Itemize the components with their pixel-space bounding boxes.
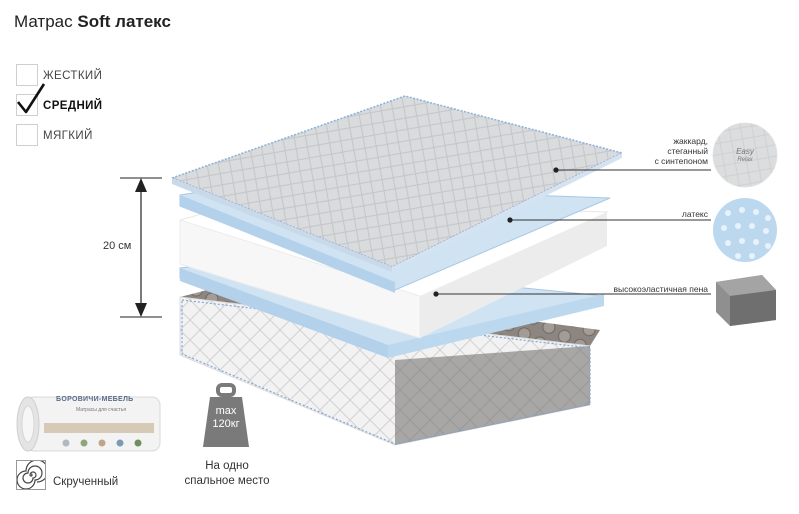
product-title-name: Soft латекс <box>77 12 171 31</box>
easy-relax-logo: Easy Relax <box>728 147 762 165</box>
rolled-package-image <box>16 396 161 452</box>
product-title: Матрас Soft латекс <box>14 12 171 32</box>
logo-bottom: Relax <box>737 157 753 163</box>
callout-cover-line3: с синтепоном <box>654 156 708 166</box>
caption-line1: На одно <box>205 460 249 472</box>
callout-dot-foam <box>433 291 439 297</box>
jacquard-cover-edge <box>172 178 392 272</box>
max-load-value: max 120кг <box>202 405 250 431</box>
jacquard-cover-edge-right <box>392 153 622 272</box>
product-title-prefix: Матрас <box>14 12 73 31</box>
rolled-spiral-icon <box>16 459 49 490</box>
checkmark-icon <box>16 83 46 114</box>
callout-cover: жаккард, стеганный с синтепоном <box>600 136 708 166</box>
callout-dot-latex <box>507 217 513 223</box>
arrow-up-icon <box>135 178 147 192</box>
rolled-label: Скрученный <box>53 476 119 488</box>
max-weight: 120кг <box>212 418 240 430</box>
max-load-caption: На одно спальное место <box>172 459 282 489</box>
firmness-checkbox[interactable] <box>16 64 38 86</box>
foam-core-right <box>420 212 607 338</box>
max-label: max <box>215 405 237 417</box>
callout-dot-cover <box>553 167 559 173</box>
sample-jacquard-texture <box>713 123 777 187</box>
firmness-option-medium[interactable]: СРЕДНИЙ <box>16 83 196 118</box>
firmness-label: МЯГКИЙ <box>43 130 93 142</box>
callout-latex-line1: латекс <box>681 209 708 219</box>
firmness-option-soft[interactable]: МЯГКИЙ <box>16 124 196 148</box>
roll-brand: БОРОВИЧИ-МЕБЕЛЬ <box>56 396 134 403</box>
firmness-label: СРЕДНИЙ <box>43 100 103 112</box>
firmness-checkbox[interactable] <box>16 124 38 146</box>
latex-lower-side-right <box>388 294 604 358</box>
callout-foam-line1: высокоэластичная пена <box>613 284 708 294</box>
firmness-option-hard[interactable]: ЖЕСТКИЙ <box>16 64 196 88</box>
sample-latex-holes <box>721 207 771 259</box>
latex-upper-side <box>180 195 395 293</box>
mattress-height: 20 см <box>103 240 132 252</box>
sample-foam-top <box>716 275 776 296</box>
arrow-down-icon <box>135 303 147 317</box>
logo-top: Easy <box>736 147 754 156</box>
caption-line2: спальное место <box>184 475 270 487</box>
callout-cover-line1: жаккард, <box>673 136 708 146</box>
base-dark-face <box>395 346 590 445</box>
sample-foam-side <box>730 290 776 326</box>
firmness-label: ЖЕСТКИЙ <box>43 70 103 82</box>
callout-foam: высокоэластичная пена <box>560 284 708 294</box>
jacquard-cover <box>169 95 625 268</box>
weight-icon <box>203 383 249 447</box>
roll-tagline: Матрасы для счастья <box>76 407 127 413</box>
callout-latex: латекс <box>600 209 708 219</box>
latex-lower-side <box>180 268 388 358</box>
callout-cover-line2: стеганный <box>667 146 708 156</box>
